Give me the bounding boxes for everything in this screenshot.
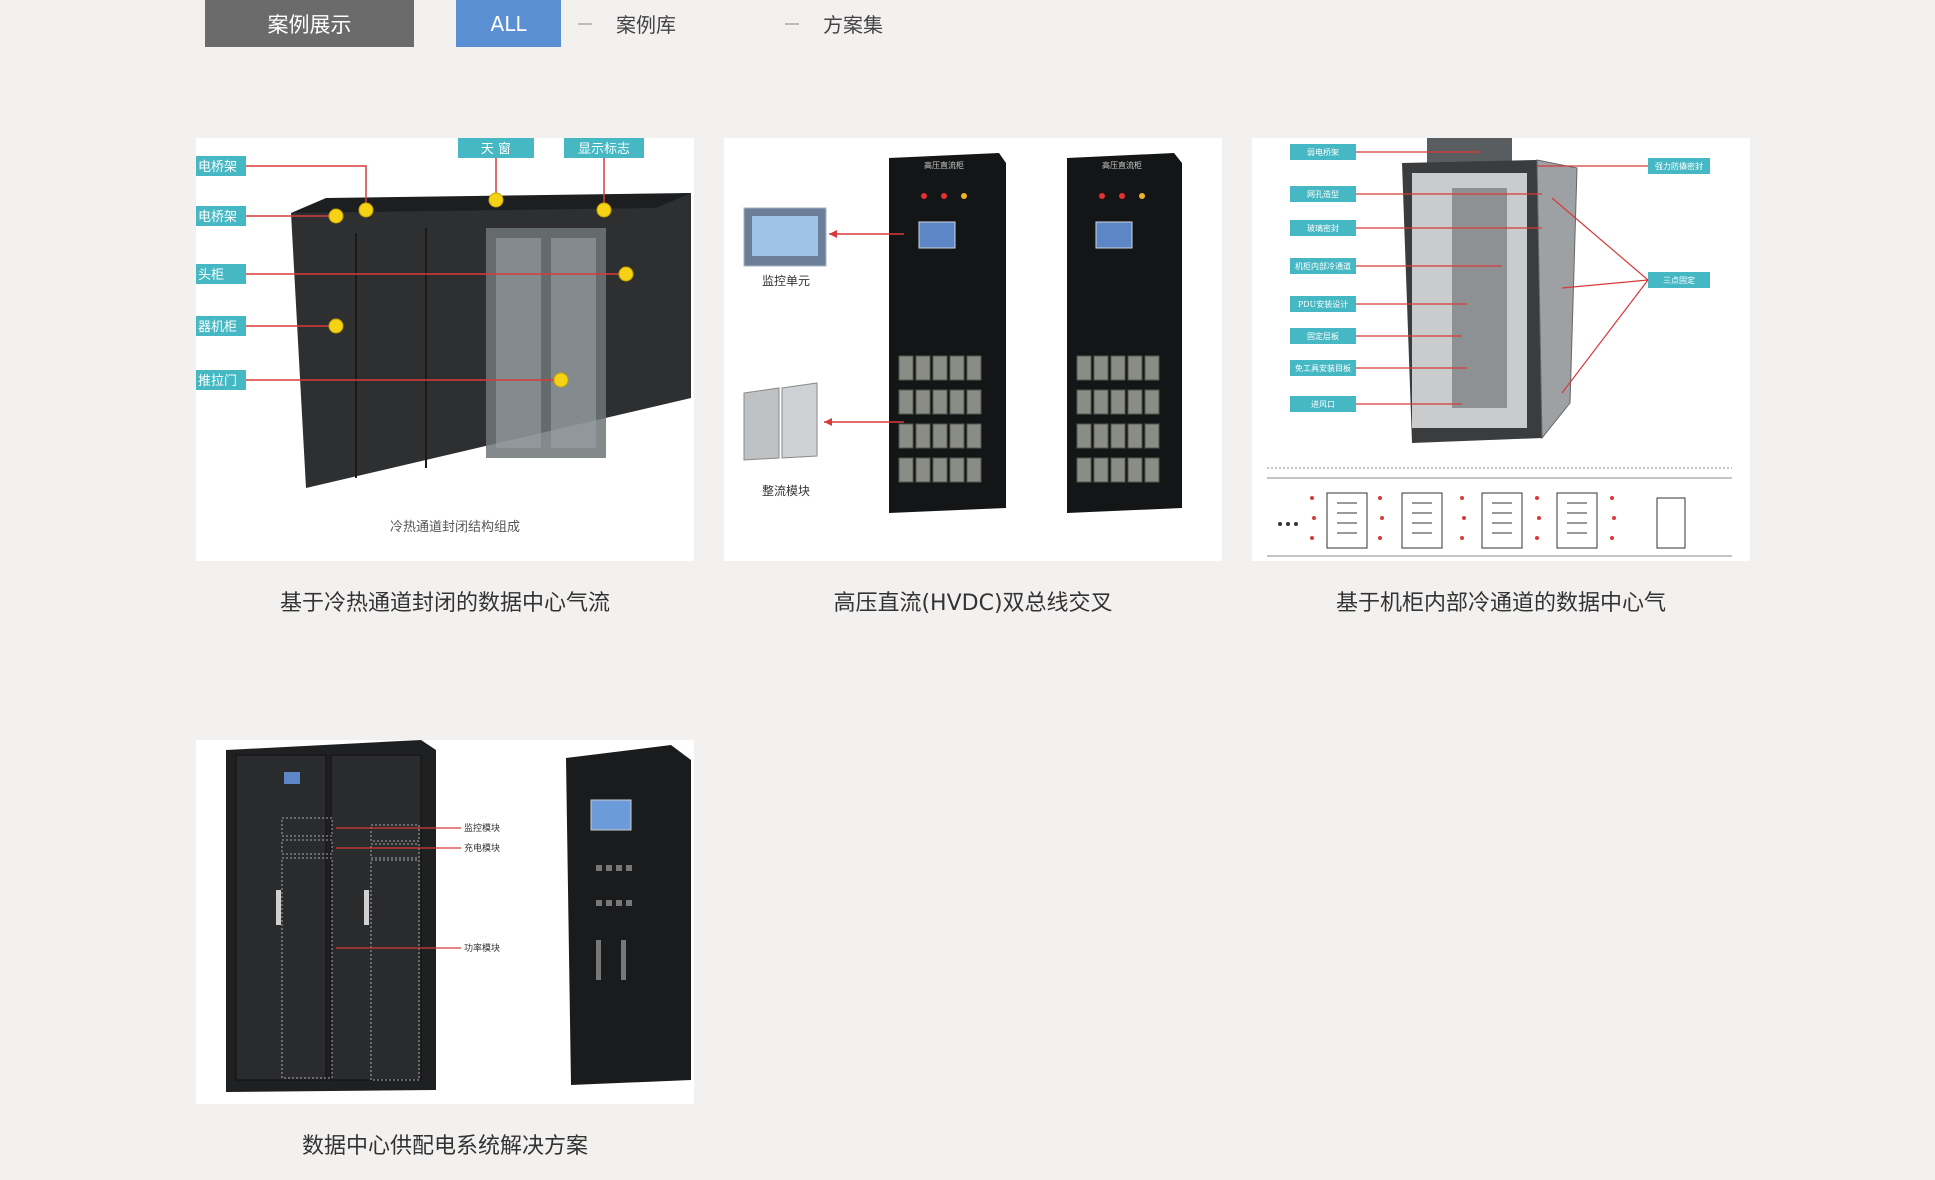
label-power-module: 功率模块 bbox=[464, 942, 500, 954]
label-fixed-shelf: 固定层板 bbox=[1307, 331, 1339, 341]
case-card[interactable]: 高压直流柜 高压直流柜 监控单元 bbox=[724, 138, 1222, 617]
label-skylight: 天 窗 bbox=[481, 141, 511, 157]
case-tabbar: 案例展示 ALL 案例库 方案集 bbox=[205, 0, 1005, 47]
label-server-cabinet: 器机柜 bbox=[198, 320, 237, 335]
label-sliding-door: 推拉门 bbox=[198, 374, 237, 389]
tab-case-library[interactable]: 案例库 bbox=[578, 0, 676, 47]
label-pdu-design: PDU安装设计 bbox=[1298, 299, 1349, 309]
label-mesh-pattern: 网孔造型 bbox=[1307, 189, 1339, 199]
dash-icon bbox=[785, 22, 799, 25]
label-head-cabinet: 头柜 bbox=[198, 268, 224, 283]
label-charge-module: 充电模块 bbox=[464, 842, 500, 854]
label-three-point-lock: 三点固定 bbox=[1663, 275, 1695, 285]
label-cable-tray: 弱电桥架 bbox=[1307, 147, 1339, 157]
tab-solution-set-label: 方案集 bbox=[823, 13, 883, 37]
case-card[interactable]: 弱电桥架 网孔造型 玻璃密封 机柜内部冷通道 PDU安装设计 固定层板 免工具安… bbox=[1252, 138, 1750, 617]
tab-case-library-label: 案例库 bbox=[616, 13, 676, 37]
case-image-cold-hot-aisle[interactable]: 天 窗 显示标志 电桥架 电桥架 头柜 器机柜 推拉门 bbox=[196, 138, 694, 561]
case-card[interactable]: 监控模块 充电模块 功率模块 数据中心供配电系统解决方案 bbox=[196, 740, 694, 1160]
cabinet-label-1: 高压直流柜 bbox=[924, 160, 964, 170]
tab-solution-set[interactable]: 方案集 bbox=[785, 0, 883, 47]
label-bridge-2: 电桥架 bbox=[198, 210, 237, 225]
case-image-in-rack-cold-aisle[interactable]: 弱电桥架 网孔造型 玻璃密封 机柜内部冷通道 PDU安装设计 固定层板 免工具安… bbox=[1252, 138, 1750, 561]
label-glass-seal: 玻璃密封 bbox=[1307, 223, 1339, 233]
case-title[interactable]: 高压直流(HVDC)双总线交叉 bbox=[833, 591, 1113, 616]
case-title[interactable]: 数据中心供配电系统解决方案 bbox=[301, 1134, 588, 1159]
image-caption: 冷热通道封闭结构组成 bbox=[390, 520, 520, 535]
cabinet-label-2: 高压直流柜 bbox=[1102, 160, 1142, 170]
dash-icon bbox=[578, 22, 592, 25]
label-bridge-1: 电桥架 bbox=[198, 160, 237, 175]
label-inner-cold-aisle: 机柜内部冷通道 bbox=[1295, 261, 1351, 271]
section-title: 案例展示 bbox=[205, 0, 414, 47]
case-card[interactable]: 天 窗 显示标志 电桥架 电桥架 头柜 器机柜 推拉门 bbox=[196, 138, 694, 617]
label-display-sign: 显示标志 bbox=[578, 142, 630, 157]
case-image-hvdc[interactable]: 高压直流柜 高压直流柜 监控单元 bbox=[724, 138, 1222, 561]
case-title[interactable]: 基于冷热通道封闭的数据中心气流 bbox=[279, 591, 610, 616]
label-monitor-unit: 监控单元 bbox=[762, 274, 810, 288]
label-air-inlet: 进风口 bbox=[1311, 400, 1335, 409]
label-anti-pry-seal: 强力防撬密封 bbox=[1655, 161, 1703, 171]
tab-all[interactable]: ALL bbox=[456, 0, 561, 47]
label-rectifier-module: 整流模块 bbox=[762, 483, 810, 498]
label-monitor-module: 监控模块 bbox=[464, 822, 500, 834]
label-toolless-panel: 免工具安装目板 bbox=[1295, 363, 1351, 373]
case-image-power-distribution[interactable]: 监控模块 充电模块 功率模块 bbox=[196, 740, 694, 1104]
case-title[interactable]: 基于机柜内部冷通道的数据中心气 bbox=[1335, 591, 1666, 616]
